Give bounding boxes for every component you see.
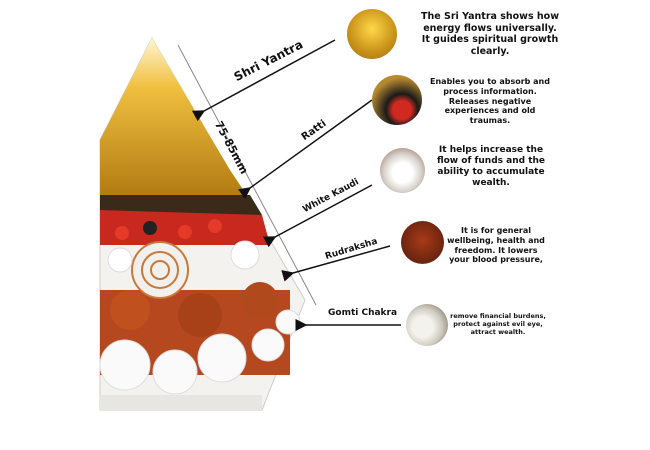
- label-gomti-chakra: Gomti Chakra: [328, 308, 398, 318]
- description-gomti-chakra: remove financial burdens, protect agains…: [450, 312, 546, 336]
- arrow-shri-yantra: [191, 39, 336, 122]
- gomti-chakra-image: [406, 304, 448, 346]
- arrow-rudraksha: [281, 245, 391, 282]
- dimension-line: [177, 44, 317, 306]
- description-white-kaudi: It helps increase the flow of funds and …: [436, 145, 546, 188]
- orgonite-pyramid: [99, 36, 306, 411]
- description-rudraksha: It is for general wellbeing, health and …: [447, 226, 545, 265]
- ratti-image: [372, 75, 422, 125]
- arrow-ratti: [237, 99, 373, 200]
- arrow-white-kaudi: [262, 184, 373, 248]
- description-ratti: Enables you to absorb and process inform…: [430, 77, 550, 125]
- rudraksha-image: [401, 221, 444, 264]
- white-kaudi-image: [380, 148, 425, 193]
- description-shri-yantra: The Sri Yantra shows how energy flows un…: [421, 11, 559, 57]
- shri-yantra-image: [347, 9, 397, 59]
